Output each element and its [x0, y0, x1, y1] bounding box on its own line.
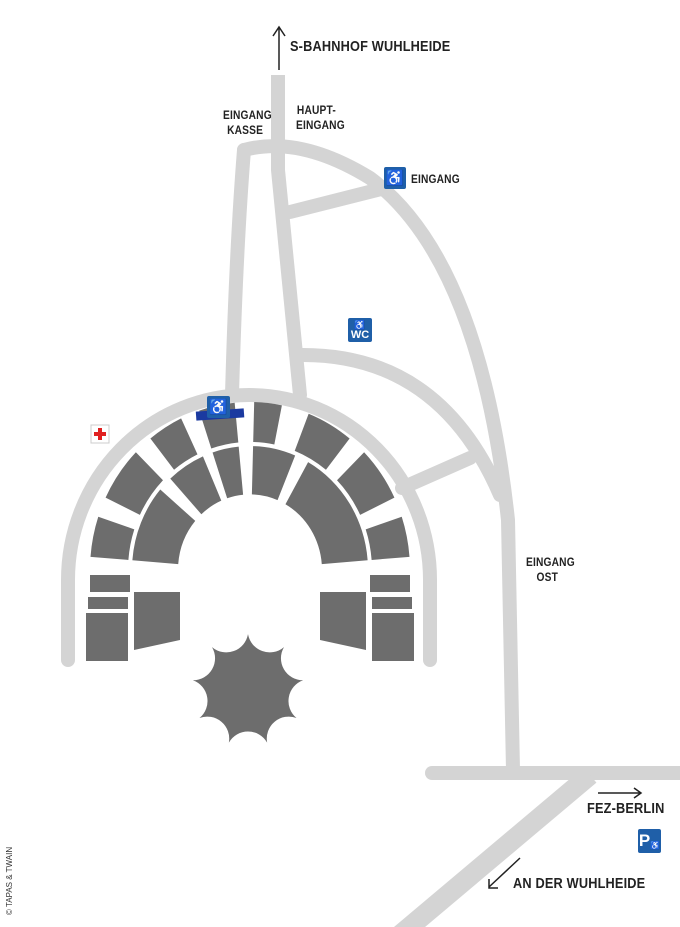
road-main: [271, 163, 307, 402]
label-eingang-accessible: EINGANG: [411, 172, 460, 186]
roads: [61, 75, 680, 927]
road-branch-top: [283, 181, 392, 219]
seating-block: [370, 575, 410, 592]
wc-label: WC: [350, 329, 370, 341]
wheelchair-icon: ♿: [384, 167, 406, 189]
seating-block: [90, 516, 135, 560]
arrow-up-icon: [272, 25, 286, 70]
road-diagonal: [393, 767, 597, 927]
seating-block: [88, 597, 128, 609]
first-aid-icon: [90, 424, 110, 444]
seating-block: [90, 575, 130, 592]
seating-block: [150, 418, 198, 470]
seating-block: [212, 446, 244, 499]
wc-icon: ♿WC: [348, 318, 372, 342]
seating-block: [365, 516, 410, 560]
arrow-down-left-icon: [488, 857, 521, 889]
stage: [192, 634, 304, 743]
seating-block: [251, 446, 296, 501]
seating-block: [253, 402, 282, 445]
road-kasse: [225, 143, 251, 402]
road-amphitheatre-ring: [61, 388, 437, 667]
label-an-der-wuhlheide: AN DER WUHLHEIDE: [513, 875, 646, 892]
road-wc-arc: [296, 348, 507, 502]
label-s-bahnhof: S-BAHNHOF WUHLHEIDE: [290, 38, 451, 55]
seating-block: [294, 413, 350, 470]
label-eingang-ost: EINGANG OST: [526, 555, 575, 584]
wheelchair-icon: ♿: [207, 396, 230, 418]
road-top-arc: [237, 139, 520, 777]
seating-block: [134, 592, 180, 650]
parking-letter: P: [638, 831, 651, 850]
seating-block: [132, 489, 196, 565]
label-fez-berlin: FEZ-BERLIN: [587, 800, 665, 817]
seating-block: [320, 592, 366, 650]
seating-block: [170, 456, 222, 515]
seating-blocks: [86, 402, 414, 661]
seating-block: [337, 452, 395, 515]
seating-block: [86, 613, 128, 661]
arrows: [272, 25, 643, 889]
seating-block: [105, 452, 163, 515]
arrow-right-icon: [598, 787, 643, 799]
seating-block: [372, 613, 414, 661]
accessible-parking-icon: P♿: [638, 829, 661, 853]
label-haupteingang: HAUPT- EINGANG: [296, 103, 345, 132]
label-eingang-kasse: EINGANG KASSE: [223, 108, 272, 137]
road-branch-mid: [395, 451, 477, 495]
copyright: © TAPAS & TWAIN: [5, 846, 14, 915]
seating-block: [372, 597, 412, 609]
seating-block: [285, 462, 368, 565]
